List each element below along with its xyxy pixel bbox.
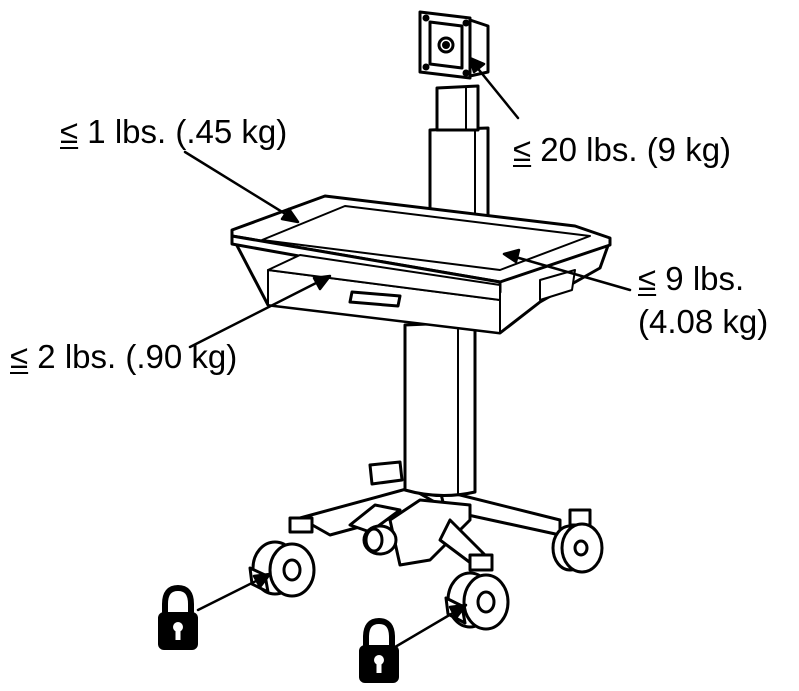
less-equal-symbol: ≤ — [638, 260, 657, 297]
top-tray-weight-label: ≤ 1 lbs. (.45 kg) — [60, 115, 287, 148]
monitor-weight-text: 20 lbs. (9 kg) — [531, 131, 732, 168]
less-equal-symbol: ≤ — [513, 131, 532, 168]
keyboard-tray-weight-label: ≤ 2 lbs. (.90 kg) — [10, 340, 237, 373]
pointer-arrows — [183, 56, 632, 652]
keyboard-tray-weight-text: 2 lbs. (.90 kg) — [28, 338, 238, 375]
worksurface-weight-kg: (4.08 kg) — [638, 303, 769, 340]
monitor-pole — [428, 84, 490, 227]
monitor-weight-label: ≤ 20 lbs. (9 kg) — [513, 133, 731, 166]
lock-icon — [162, 585, 194, 615]
caster-rear-left — [362, 524, 398, 556]
worksurface-weight-text: 9 lbs. — [656, 260, 745, 297]
keyboard-tray — [267, 254, 501, 301]
lock-icon — [363, 618, 395, 648]
column — [403, 320, 477, 498]
caster-rear-right — [551, 508, 604, 574]
lock-icon-body — [359, 645, 399, 683]
less-equal-symbol: ≤ — [10, 338, 29, 375]
worksurface-weight-label: ≤ 9 lbs. — [638, 262, 744, 295]
caster-front-left — [248, 516, 316, 598]
top-tray-weight-text: 1 lbs. (.45 kg) — [78, 113, 288, 150]
lock-icon-body — [158, 612, 198, 650]
less-equal-symbol: ≤ — [60, 113, 79, 150]
